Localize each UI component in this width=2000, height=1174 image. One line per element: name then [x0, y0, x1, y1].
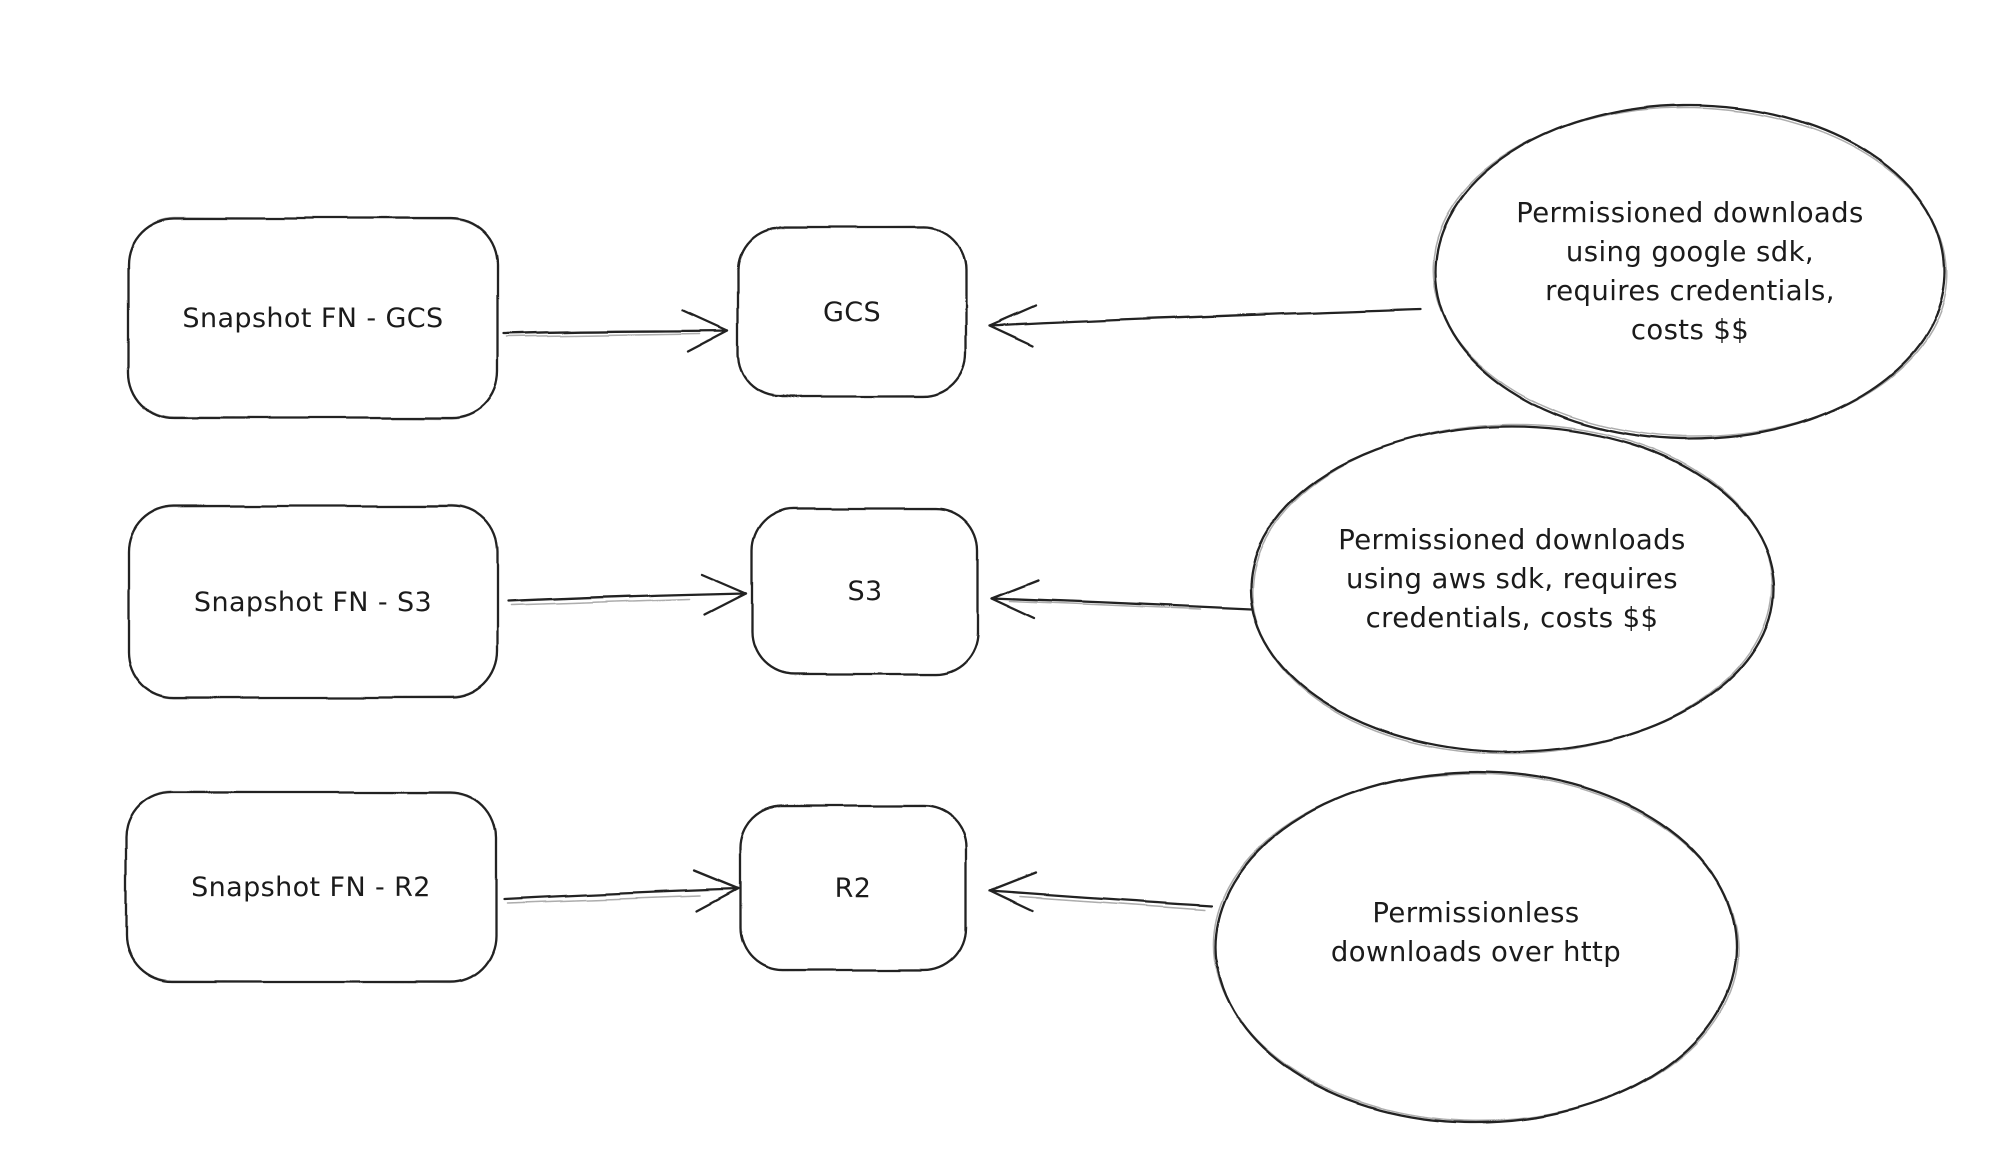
node-box-gcs-echo — [736, 226, 968, 398]
note-ellipse-gcs-echo — [1431, 106, 1949, 438]
arrow-snapshot-r2-to-r2 — [502, 869, 740, 913]
arrow-snapshot-gcs-to-gcs-echo — [506, 333, 701, 338]
node-box-s3-echo — [750, 506, 980, 676]
arrow-note-to-r2-echo — [1019, 896, 1206, 911]
note-ellipse-gcs — [1433, 103, 1947, 441]
node-box-snapshot-fn-gcs — [126, 216, 500, 420]
arrow-note-to-r2 — [988, 871, 1214, 913]
note-ellipse-r2-echo — [1213, 772, 1739, 1122]
arrow-note-to-s3-echo — [1009, 600, 1201, 610]
node-box-s3 — [750, 506, 980, 676]
node-box-r2-echo — [738, 804, 968, 972]
note-ellipse-s3 — [1248, 424, 1776, 754]
arrow-snapshot-gcs-to-gcs — [502, 309, 730, 354]
node-box-snapshot-fn-s3 — [126, 504, 500, 700]
arrow-snapshot-s3-to-s3-echo — [511, 598, 691, 606]
node-box-r2 — [738, 804, 968, 972]
arrow-snapshot-r2-to-r2-echo — [506, 895, 701, 904]
node-box-gcs — [736, 226, 968, 398]
note-ellipse-r2 — [1214, 770, 1738, 1124]
node-box-snapshot-fn-gcs-echo — [126, 216, 500, 420]
node-box-snapshot-fn-r2-echo — [124, 790, 498, 984]
note-ellipse-s3-echo — [1251, 423, 1773, 755]
node-box-snapshot-fn-r2 — [124, 790, 498, 984]
node-box-snapshot-fn-s3-echo — [126, 504, 500, 700]
arrow-snapshot-s3-to-s3 — [507, 572, 748, 616]
arrow-note-to-gcs — [987, 304, 1422, 348]
arrow-note-to-s3 — [990, 578, 1253, 620]
